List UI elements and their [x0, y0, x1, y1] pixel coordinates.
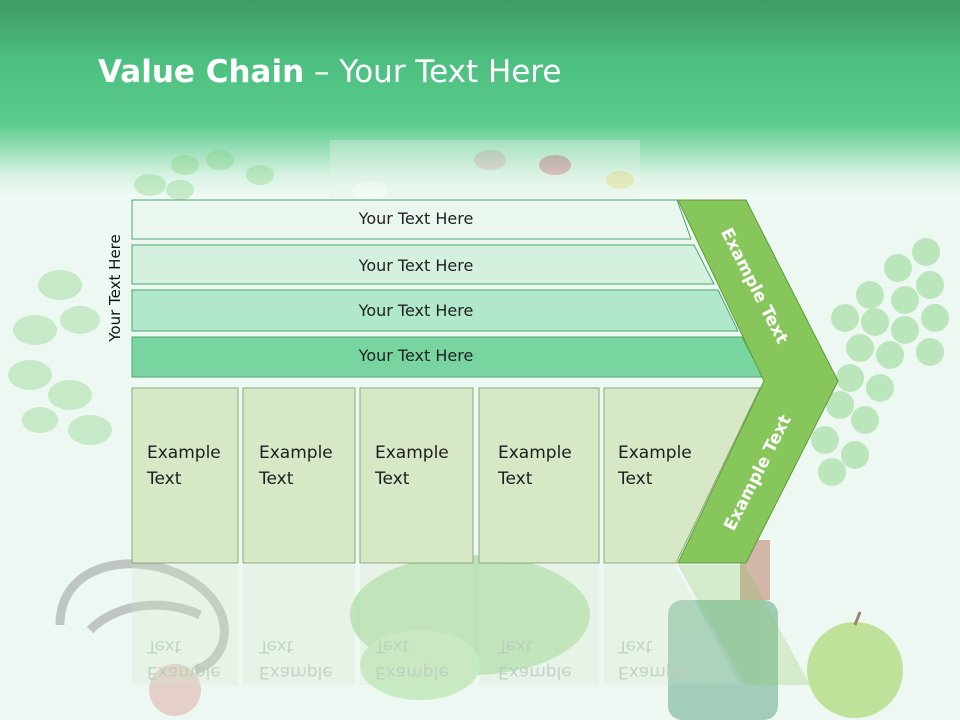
row-label-4: Your Text Here [358, 346, 474, 365]
tablets-top-icon [330, 140, 640, 200]
stethoscope-icon [55, 559, 229, 675]
box-3 [359, 387, 474, 564]
green-fruit-icon [350, 555, 590, 700]
box-1 [131, 387, 239, 564]
pills-left-icon [8, 150, 274, 445]
chevron-arrow [677, 199, 839, 564]
row-label-1: Your Text Here [358, 209, 474, 228]
slide-title: Value Chain – Your Text Here [98, 54, 562, 90]
box-5 [603, 387, 761, 564]
row-bar-2 [131, 244, 715, 285]
row-label-2: Your Text Here [358, 256, 474, 275]
diagram-reflection [132, 565, 810, 685]
row-bar-1 [131, 199, 692, 240]
pills-right-icon [811, 238, 949, 486]
box-4 [478, 387, 600, 564]
row-label-3: Your Text Here [358, 301, 474, 320]
apple-icon [807, 611, 903, 718]
side-label: Your Text Here [106, 234, 124, 342]
stethoscope-bell-icon [149, 664, 201, 716]
header-band [0, 0, 960, 200]
box-2 [242, 387, 356, 564]
row-bar-3 [131, 289, 739, 332]
